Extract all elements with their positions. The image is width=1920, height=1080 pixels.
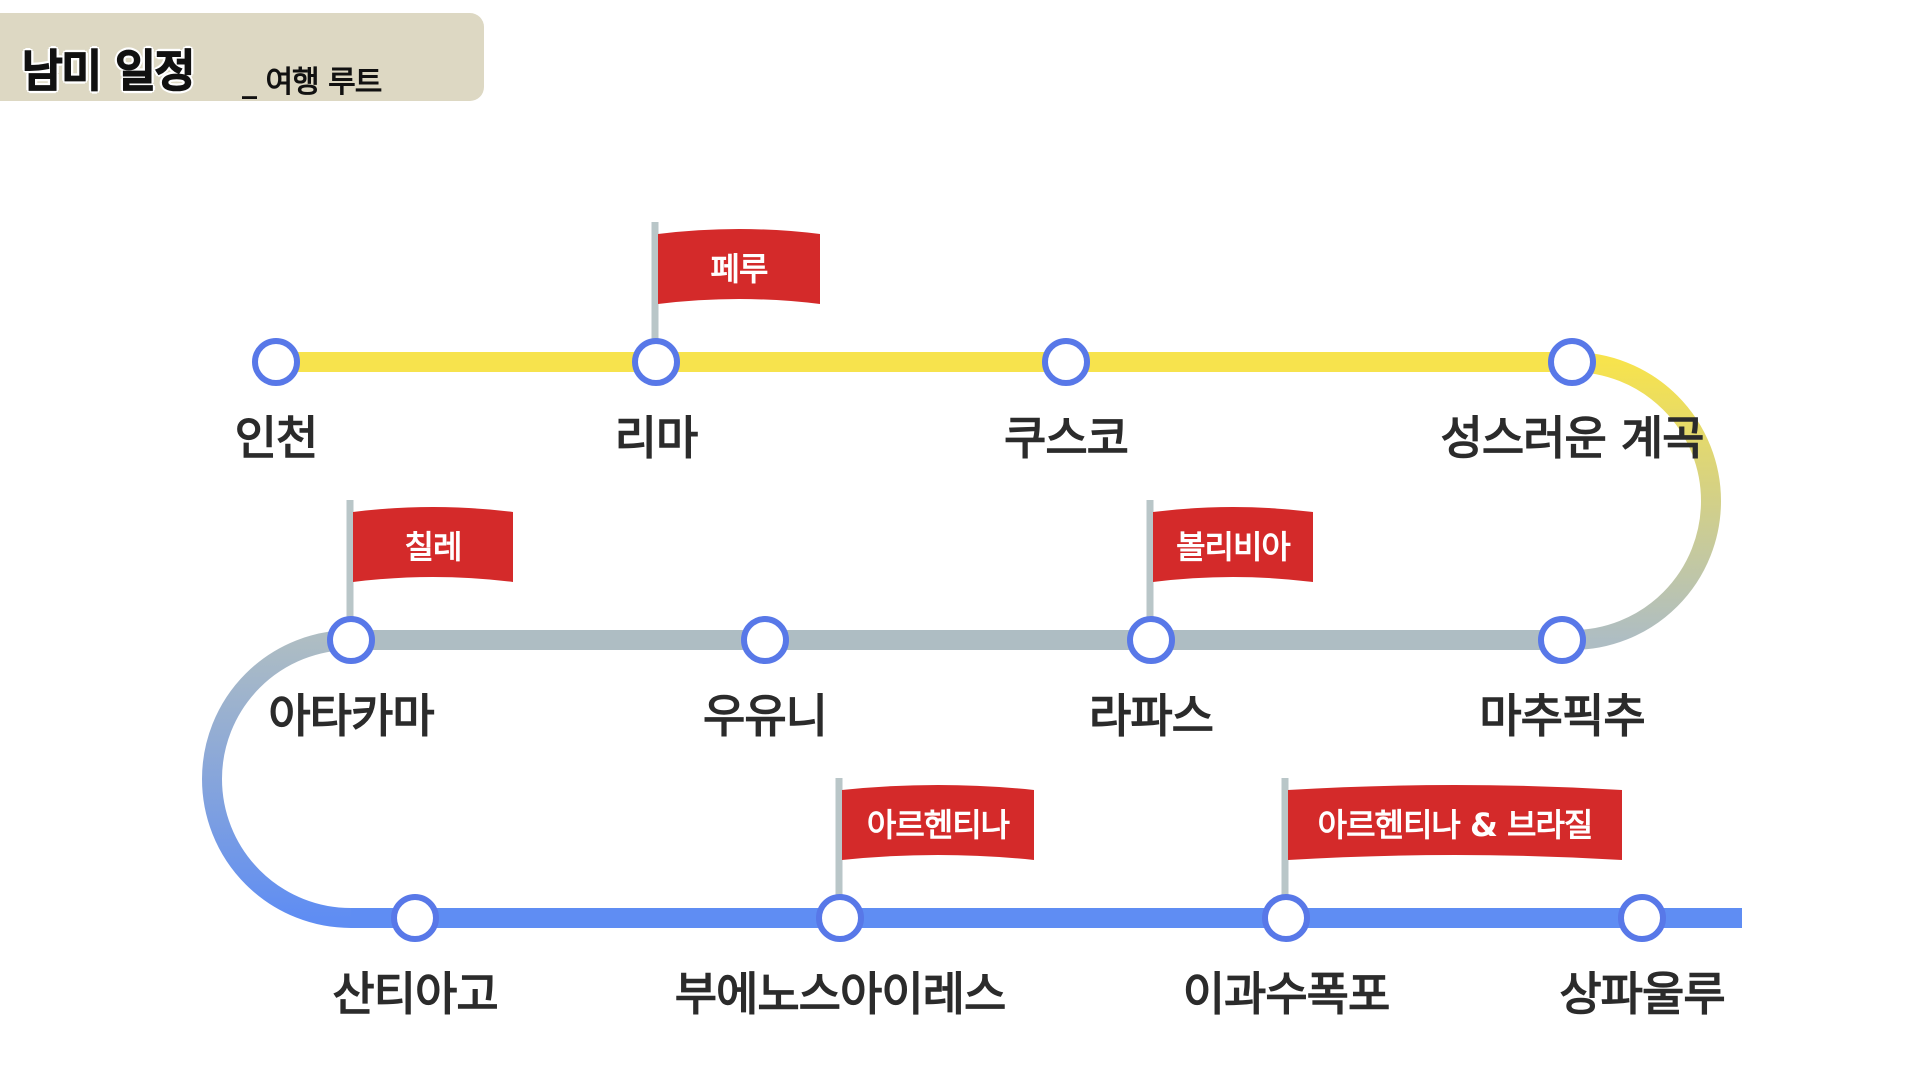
route-stops xyxy=(252,338,1666,942)
stop-label: 우유니 xyxy=(703,689,828,743)
stop-label: 아타카마 xyxy=(268,689,434,743)
flag-banner xyxy=(1153,507,1313,582)
stop-node xyxy=(1042,338,1090,386)
flag-label: 아르헨티나 & 브라질 xyxy=(1317,806,1594,844)
page-subtitle: _ 여행 루트 xyxy=(242,65,382,100)
stop-node xyxy=(252,338,300,386)
header-banner: 남미 일정 _ 여행 루트 xyxy=(0,13,484,101)
stop-node xyxy=(1548,338,1596,386)
stop-label: 마추픽추 xyxy=(1479,689,1645,743)
flag-poles xyxy=(346,222,1622,900)
flag-label: 아르헨티나 xyxy=(866,806,1010,844)
stop-label: 쿠스코 xyxy=(1004,411,1129,465)
flag-label: 페루 xyxy=(710,250,769,288)
flag-banner xyxy=(1288,785,1622,860)
flag-banner xyxy=(353,507,513,582)
stop-node xyxy=(1262,894,1310,942)
page-title: 남미 일정 xyxy=(21,45,196,98)
stop-label: 이과수폭포 xyxy=(1182,967,1391,1021)
stop-node xyxy=(741,616,789,664)
stop-node xyxy=(1538,616,1586,664)
stop-label: 성스러운 계곡 xyxy=(1440,411,1705,465)
route-curve-left xyxy=(202,630,352,928)
stop-node xyxy=(816,894,864,942)
stop-label: 리마 xyxy=(614,411,699,465)
flag-label: 칠레 xyxy=(404,528,463,566)
route-lines xyxy=(202,352,1742,928)
stop-label: 라파스 xyxy=(1089,689,1214,743)
stop-label: 산티아고 xyxy=(332,967,498,1021)
stop-label: 인천 xyxy=(234,411,319,465)
stop-node xyxy=(1618,894,1666,942)
route-curve-right xyxy=(1571,352,1721,650)
stop-label: 부에노스아이레스 xyxy=(674,967,1007,1021)
stop-node xyxy=(391,894,439,942)
stop-node xyxy=(632,338,680,386)
stop-node xyxy=(1127,616,1175,664)
flag-banner xyxy=(842,785,1034,860)
flag-banner xyxy=(658,229,820,304)
stop-label: 상파울루 xyxy=(1559,967,1725,1021)
flag-label: 볼리비아 xyxy=(1176,528,1291,566)
stop-node xyxy=(327,616,375,664)
